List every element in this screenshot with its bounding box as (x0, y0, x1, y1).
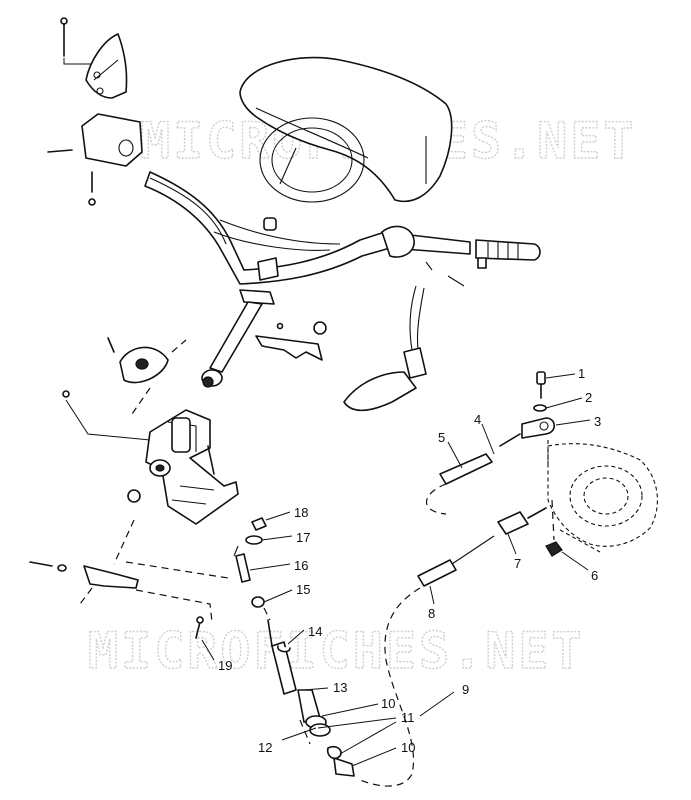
callout-15: 15 (296, 582, 310, 597)
lower-left-linkage (29, 519, 229, 639)
callout-3: 3 (594, 414, 601, 429)
callout-18: 18 (294, 505, 308, 520)
callout-10b: 10 (401, 740, 415, 755)
handlebar (144, 171, 541, 287)
callout-10a: 10 (381, 696, 395, 711)
callout-5: 5 (438, 430, 445, 445)
rod-end-assembly (499, 371, 556, 447)
cable-adjuster (426, 453, 493, 515)
callout-19: 19 (218, 658, 232, 673)
callout-2: 2 (585, 390, 592, 405)
callout-13: 13 (333, 680, 347, 695)
linkage-column (233, 517, 355, 777)
callout-12: 12 (258, 740, 272, 755)
steering-post (201, 289, 327, 388)
callout-14: 14 (308, 624, 322, 639)
callout-7: 7 (514, 556, 521, 571)
callout-17: 17 (296, 530, 310, 545)
callout-6: 6 (591, 568, 598, 583)
mounting-plate (107, 337, 187, 415)
cable-housing (359, 507, 547, 787)
seat-cover (239, 56, 453, 203)
callout-1: 1 (578, 366, 585, 381)
callout-labels: 1 2 3 4 5 6 7 8 9 10 11 10 12 13 14 15 1… (218, 366, 601, 755)
callout-11: 11 (401, 710, 415, 725)
watermark-bottom: MICROFICHES.NET (88, 622, 585, 680)
callout-9: 9 (462, 682, 469, 697)
callout-16: 16 (294, 558, 308, 573)
callout-8: 8 (428, 606, 435, 621)
carburetor-outline (547, 440, 658, 553)
leader-lines (201, 373, 591, 767)
steering-frame-bracket (62, 390, 239, 525)
throttle-cable-assembly (343, 285, 427, 412)
lock-nut (545, 499, 563, 557)
top-left-bracket-assembly (47, 17, 143, 206)
callout-4: 4 (474, 412, 481, 427)
